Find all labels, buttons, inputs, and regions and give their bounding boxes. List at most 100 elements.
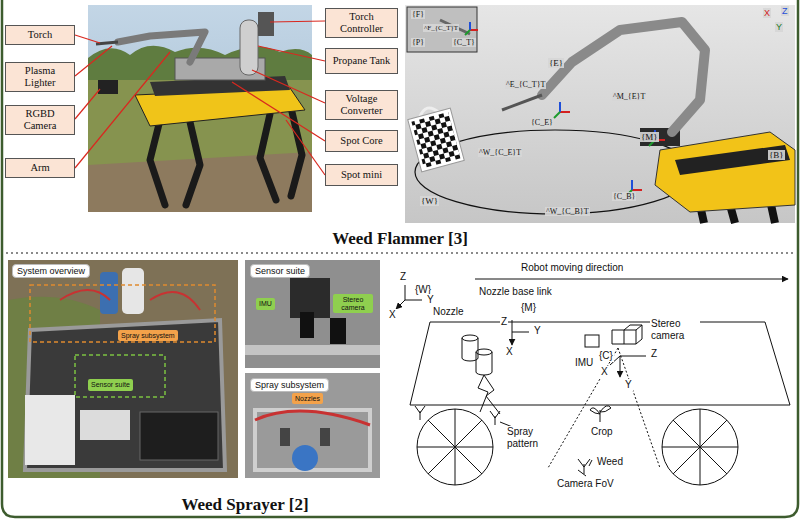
camera-fov [548, 348, 660, 468]
sky [88, 5, 312, 212]
part-label: Torch [5, 25, 75, 45]
part-label: Voltage Converter [325, 90, 398, 120]
camera [330, 318, 346, 344]
part-label: Spot Core [325, 130, 398, 152]
nozzle [280, 428, 290, 446]
arm [118, 32, 205, 62]
ground [8, 260, 238, 478]
imu [585, 335, 599, 347]
node-text: Stereo camera [336, 296, 370, 311]
photo-tag: Sensor suite [88, 379, 133, 391]
robot-body [410, 322, 790, 405]
spokes [417, 409, 738, 485]
panel-tab: Spray subsystem [250, 378, 329, 392]
axis [554, 112, 560, 118]
part-label: RGBD Camera [5, 105, 75, 135]
sensor-photo [245, 260, 380, 368]
robot-legs [150, 112, 302, 205]
leader-lines [500, 422, 592, 476]
bottle [122, 268, 144, 314]
tablet [140, 412, 218, 460]
leader-line [75, 89, 100, 119]
leader-line [75, 52, 170, 168]
axis-label: Y [775, 22, 783, 32]
render-ground [405, 5, 795, 223]
hose [255, 411, 370, 425]
node-text: Sensor suite [91, 381, 130, 389]
frame-label: ^W_{C_B}T [545, 207, 590, 216]
beam [245, 345, 380, 355]
camera-axes [610, 356, 646, 377]
frame-label: {B} [768, 150, 785, 160]
spot-photo [88, 5, 312, 212]
frame-label: ^M_{E}T [612, 92, 646, 101]
subfigure-caption: Weed Flammer [3] [331, 229, 469, 249]
separator [6, 252, 794, 254]
frame-label: {C_B} [612, 192, 636, 201]
panel-tab: System overview [12, 264, 90, 278]
arm [542, 22, 705, 132]
spray-pattern [478, 375, 500, 414]
node-text: Plasma Lighter [9, 65, 71, 89]
frame-label: {P} [411, 38, 425, 47]
inset [407, 7, 477, 52]
axis [560, 111, 570, 113]
stereo-camera [612, 325, 642, 344]
node-text: IMU [259, 300, 272, 308]
axis-label: X [600, 366, 609, 378]
axis-label: Z [399, 271, 407, 283]
part-label: Propane Tank [325, 48, 398, 74]
frame-axes [465, 22, 665, 196]
camera [300, 312, 314, 338]
white-box [25, 395, 75, 465]
kinematic-render [405, 5, 795, 223]
direction-arrow [475, 279, 788, 280]
frame-label: {C_E} [530, 118, 554, 127]
axis-label: X [763, 8, 771, 18]
node-text: Torch Controller [329, 11, 394, 35]
torch-controller [258, 12, 274, 36]
part-label: Arm [5, 158, 75, 178]
board [408, 108, 464, 172]
leader-line [286, 120, 325, 175]
photo-tag: Nozzles [292, 393, 323, 404]
axis-label: Z [650, 348, 658, 360]
leader-lines [75, 21, 325, 175]
weed [415, 406, 425, 420]
subfigure-caption: Weed Sprayer [2] [180, 495, 309, 515]
schematic-label: Robot moving direction [520, 262, 624, 274]
photo-tag: Stereo camera [333, 294, 373, 313]
axis-label: X [505, 346, 514, 358]
axis [465, 30, 470, 35]
propane-tank [240, 20, 258, 75]
node-text: Spot Core [340, 135, 382, 147]
axis-label: Y [624, 379, 633, 391]
frame-label: {M} [520, 302, 537, 314]
axis [632, 189, 642, 191]
frame-label: {C} [598, 350, 614, 362]
ground [245, 260, 380, 368]
photo-tag: IMU [256, 298, 275, 310]
schematic-label: Weed [596, 456, 624, 468]
part-label: Plasma Lighter [5, 62, 75, 92]
node-text: Arm [30, 162, 49, 174]
ground [245, 373, 380, 478]
axis-label: Y [426, 294, 435, 306]
axis-label: X [388, 309, 397, 321]
node-text: Nozzles [295, 395, 320, 402]
schematic-label: Camera FoV [556, 478, 615, 490]
frame-label: {F} [411, 10, 425, 19]
part-label: Torch Controller [325, 8, 398, 38]
nozzle [320, 428, 330, 446]
schematic [396, 279, 790, 485]
schematic-label: Spray pattern [506, 426, 552, 449]
board-squares [411, 112, 460, 168]
nozzle [476, 349, 492, 375]
panel-tab: Sensor suite [250, 264, 310, 278]
schematic-label: IMU [574, 357, 594, 369]
schematic-label: Nozzle base link [478, 286, 553, 298]
node-text: Sensor suite [255, 266, 305, 276]
